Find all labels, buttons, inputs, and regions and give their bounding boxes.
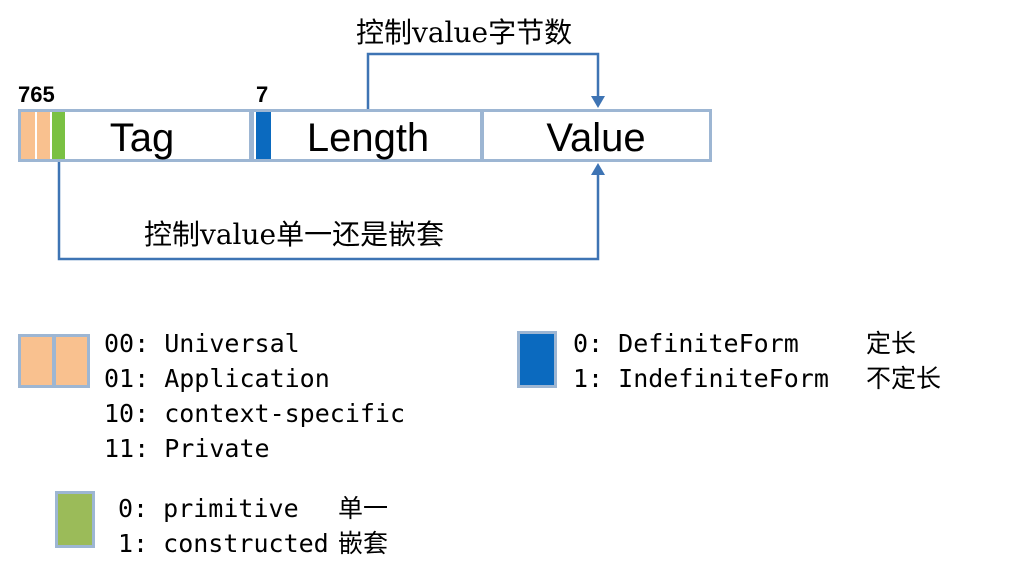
top-annotation: 控制value字节数: [356, 16, 573, 49]
pc-legend-swatch: [55, 491, 95, 548]
pc-legend-meaning-0: 单一: [338, 494, 389, 523]
tag-label: Tag: [109, 116, 175, 160]
bottom-annotation: 控制value单一还是嵌套: [144, 218, 445, 251]
length-form-legend-meaning-0: 定长: [866, 329, 917, 358]
tag-bit-labels: 765: [18, 82, 55, 107]
length-field: [251, 109, 483, 162]
class-legend-line-3: 11: Private: [104, 434, 270, 463]
pc-legend-line-0: 0: primitive: [118, 494, 299, 523]
length-form-legend-meaning-1: 不定长: [866, 364, 942, 393]
length-label: Length: [306, 116, 430, 160]
pc-bit-to-value-arrow: [57, 162, 600, 261]
length-form-legend-line-1: 1: IndefiniteForm: [573, 364, 829, 393]
value-label: Value: [546, 116, 646, 160]
pc-legend-line-1: 1: constructed: [118, 529, 329, 558]
class-bit-7: [21, 112, 35, 159]
length-form-legend-line-0: 0: DefiniteForm: [573, 329, 799, 358]
length-bit-label: 7: [256, 82, 269, 107]
pc-legend-meaning-1: 嵌套: [338, 529, 389, 558]
class-legend-line-1: 01: Application: [104, 364, 330, 393]
length-form-legend-swatch: [517, 331, 557, 388]
class-legend-line-2: 10: context-specific: [104, 399, 406, 428]
class-legend-swatch: [18, 334, 90, 388]
value-field: [481, 109, 712, 162]
class-bit-6: [37, 112, 50, 159]
length-to-value-arrow: [366, 52, 600, 109]
class-legend-line-0: 00: Universal: [104, 329, 300, 358]
length-form-bit-7: [256, 112, 271, 159]
pc-bit-5: [52, 112, 65, 159]
